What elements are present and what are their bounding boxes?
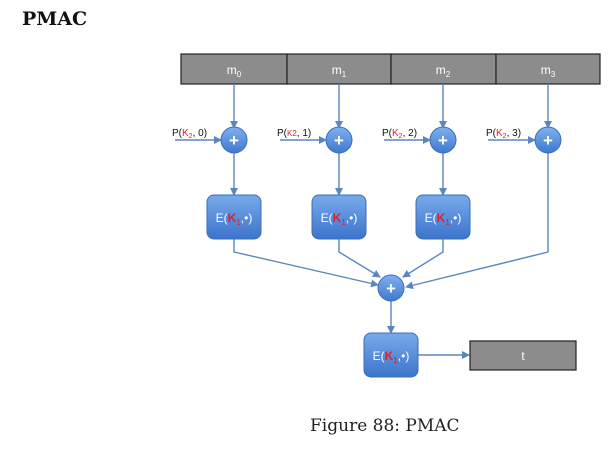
svg-text:+: + [334,131,344,150]
svg-text:+: + [438,131,448,150]
pad-label-2: P(K2, 2) [382,128,417,140]
message-bar: m0 m1 m2 m3 [180,53,601,85]
xor-node-0: + [220,126,248,154]
svg-text:m2: m2 [436,63,451,79]
svg-text:t: t [521,349,525,363]
arrow-enc1-to-final-xor [338,239,381,278]
pad-label-0: P(K2, 0) [172,128,207,140]
message-block-m2: m2 [390,53,497,85]
arrow-xor3-to-final-xor [405,153,549,290]
message-subscript: 2 [446,70,451,79]
message-subscript: 3 [551,70,556,79]
encrypt-block-2: E(K1,•) [415,194,471,240]
arrow-enc2-to-final-xor [402,239,444,278]
encrypt-block-final: E(K1,•) [363,332,419,378]
arrow-enc0-to-final-xor [233,239,379,288]
svg-text:E(K1,•): E(K1,•) [373,349,410,365]
svg-text:+: + [229,131,239,150]
figure-caption: Figure 88: PMAC [310,416,460,436]
encrypt-block-1: E(K1,•) [311,194,367,240]
encrypt-block-0: E(K1,•) [206,194,262,240]
xor-node-2: + [429,126,457,154]
xor-node-3: + [534,126,562,154]
svg-text:E(K1,•): E(K1,•) [321,211,358,227]
message-subscript: 1 [342,70,347,79]
svg-text:m0: m0 [227,63,242,79]
message-subscript: 0 [237,70,242,79]
svg-text:m1: m1 [332,63,347,79]
svg-text:E(K1,•): E(K1,•) [425,211,462,227]
message-block-m3: m3 [495,53,601,85]
svg-text:+: + [543,131,553,150]
svg-text:E(K1,•): E(K1,•) [216,211,253,227]
message-block-m1: m1 [286,53,392,85]
pad-label-1: P(K2, 1) [277,128,311,139]
message-label: m [541,63,551,77]
pad-label-3: P(K2, 3) [486,128,521,140]
svg-text:+: + [386,279,396,298]
xor-node-final: + [377,274,405,302]
output-tag-block: t [469,340,577,371]
message-block-m0: m0 [180,53,288,85]
message-label: m [436,63,446,77]
svg-text:m3: m3 [541,63,556,79]
xor-node-1: + [325,126,353,154]
message-label: m [332,63,342,77]
pmac-diagram: m0 m1 m2 m3 [172,53,601,378]
section-heading: PMAC [22,8,88,30]
message-label: m [227,63,237,77]
